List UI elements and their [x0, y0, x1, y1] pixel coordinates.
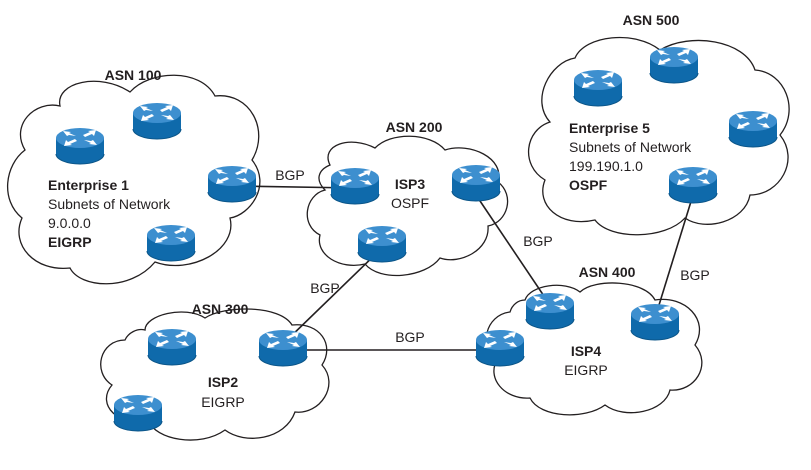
routing-protocol: EIGRP: [564, 362, 608, 378]
link-label: BGP: [275, 167, 305, 183]
routing-protocol: EIGRP: [48, 234, 92, 250]
cloud-asn100: [7, 74, 261, 285]
network-subnet-value: 9.0.0.0: [48, 215, 91, 231]
network-name: Enterprise 5: [569, 120, 650, 136]
router-icon: [573, 69, 623, 107]
router-icon: [357, 225, 407, 263]
router-icon: [147, 328, 197, 366]
link-isp3-isp2: [284, 247, 383, 343]
network-name: ISP3: [395, 176, 426, 192]
link-label: BGP: [523, 233, 553, 249]
network-name: Enterprise 1: [48, 177, 129, 193]
network-subnet-label: Subnets of Network: [48, 196, 171, 212]
link-label: BGP: [395, 329, 425, 345]
router-icon: [668, 166, 718, 204]
router-icon: [132, 102, 182, 140]
router-icon: [146, 224, 196, 262]
router-icon: [475, 329, 525, 367]
routing-protocol: OSPF: [569, 177, 608, 193]
router-icon: [55, 127, 105, 165]
router-icon: [330, 167, 380, 205]
asn-label: ASN 500: [623, 12, 680, 28]
router-icon: [649, 46, 699, 84]
router-icon: [728, 110, 778, 148]
link-label: BGP: [680, 267, 710, 283]
network-name: ISP2: [208, 374, 239, 390]
router-icon: [258, 329, 308, 367]
network-name: ISP4: [571, 343, 602, 359]
router-icon: [113, 394, 163, 432]
link-isp3-isp4: [475, 194, 551, 306]
router-icon: [207, 165, 257, 203]
routing-protocol: OSPF: [391, 195, 429, 211]
asn-label: ASN 200: [386, 119, 443, 135]
network-subnet-label: Subnets of Network: [569, 139, 692, 155]
routing-protocol: EIGRP: [201, 394, 245, 410]
network-subnet-value: 199.190.1.0: [569, 158, 643, 174]
router-icon: [525, 292, 575, 330]
link-label: BGP: [310, 280, 340, 296]
asn-label: ASN 400: [579, 264, 636, 280]
link-e5-isp4: [654, 194, 694, 319]
asn-label: ASN 300: [192, 301, 249, 317]
asn-label: ASN 100: [105, 67, 162, 83]
router-icon: [451, 164, 501, 202]
router-icon: [630, 303, 680, 341]
